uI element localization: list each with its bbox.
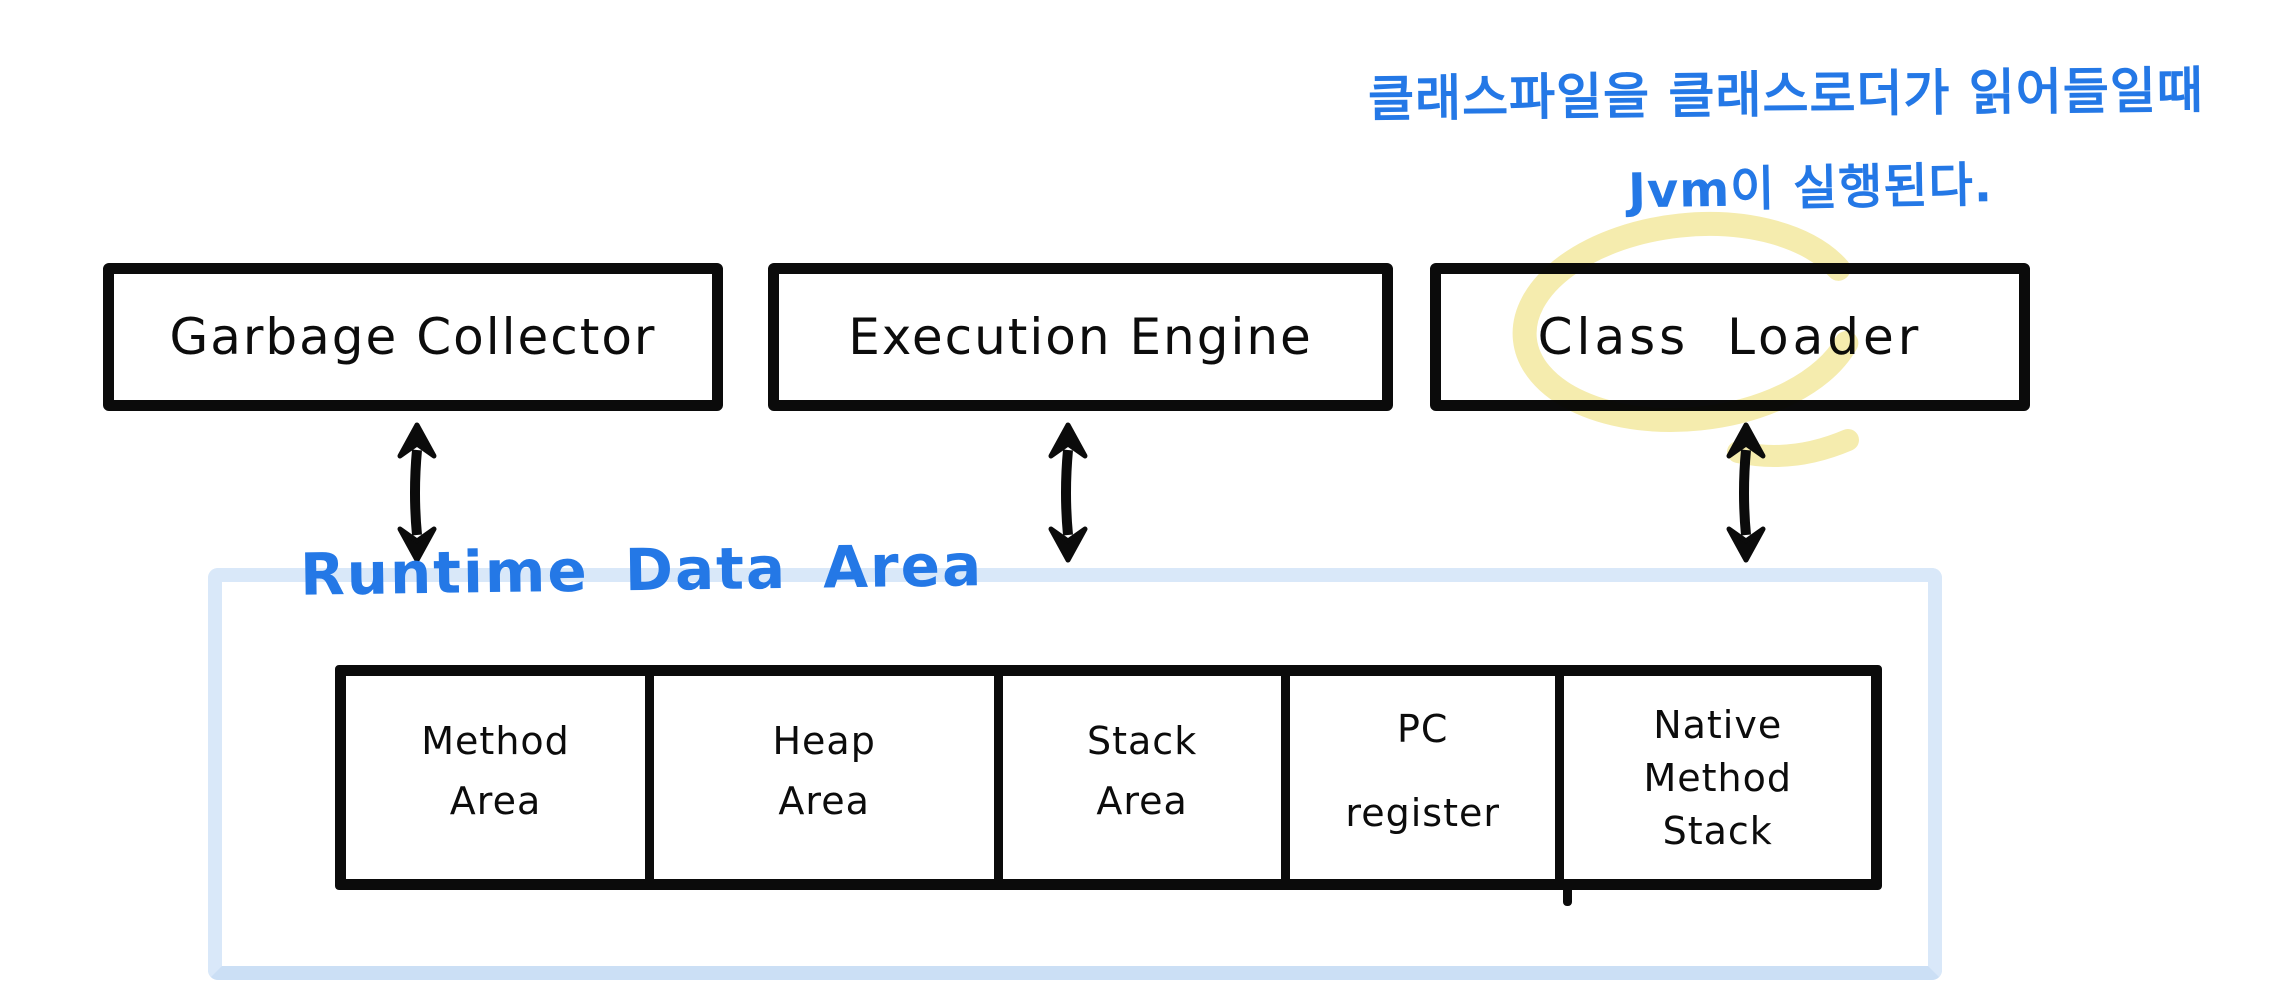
method-area-line1: Method [421, 718, 570, 763]
class-loader-box: Class Loader [1430, 263, 2030, 411]
annotation-line-2: Jvm이 실행된다. [1627, 157, 1994, 220]
stack-area-line1: Stack [1087, 718, 1198, 763]
native-method-stack-line1: Native [1653, 702, 1783, 747]
double-arrow-execution-engine [1048, 422, 1088, 563]
runtime-data-area-label: Runtime Data Area [299, 531, 984, 609]
native-method-stack-cell: Native Method Stack [1564, 676, 1871, 879]
heap-area-cell: Heap Area [654, 676, 1004, 879]
pc-register-line1: PC [1396, 706, 1449, 751]
heap-area-line2: Area [778, 778, 870, 823]
stray-divider-stroke [1563, 886, 1572, 906]
execution-engine-label: Execution Engine [848, 308, 1313, 366]
stack-area-cell: Stack Area [1003, 676, 1290, 879]
pc-register-line2: register [1345, 790, 1500, 835]
pc-register-cell: PC register [1290, 676, 1565, 879]
garbage-collector-box: Garbage Collector [103, 263, 723, 411]
execution-engine-box: Execution Engine [768, 263, 1393, 411]
method-area-cell: Method Area [346, 676, 655, 879]
heap-area-line1: Heap [772, 718, 876, 763]
double-arrow-class-loader [1726, 422, 1766, 563]
annotation-line-1: 클래스파일을 클래스로더가 읽어들일때 [1367, 61, 2205, 129]
native-method-stack-line3: Stack [1662, 808, 1773, 853]
runtime-data-area-table: Method Area Heap Area Stack Area PC regi… [335, 665, 1882, 890]
native-method-stack-line2: Method [1643, 755, 1792, 800]
class-loader-label: Class Loader [1537, 308, 1923, 366]
runtime-data-area-container [208, 568, 1942, 980]
stack-area-line2: Area [1096, 778, 1188, 823]
method-area-line2: Area [449, 778, 542, 823]
garbage-collector-label: Garbage Collector [169, 308, 657, 366]
